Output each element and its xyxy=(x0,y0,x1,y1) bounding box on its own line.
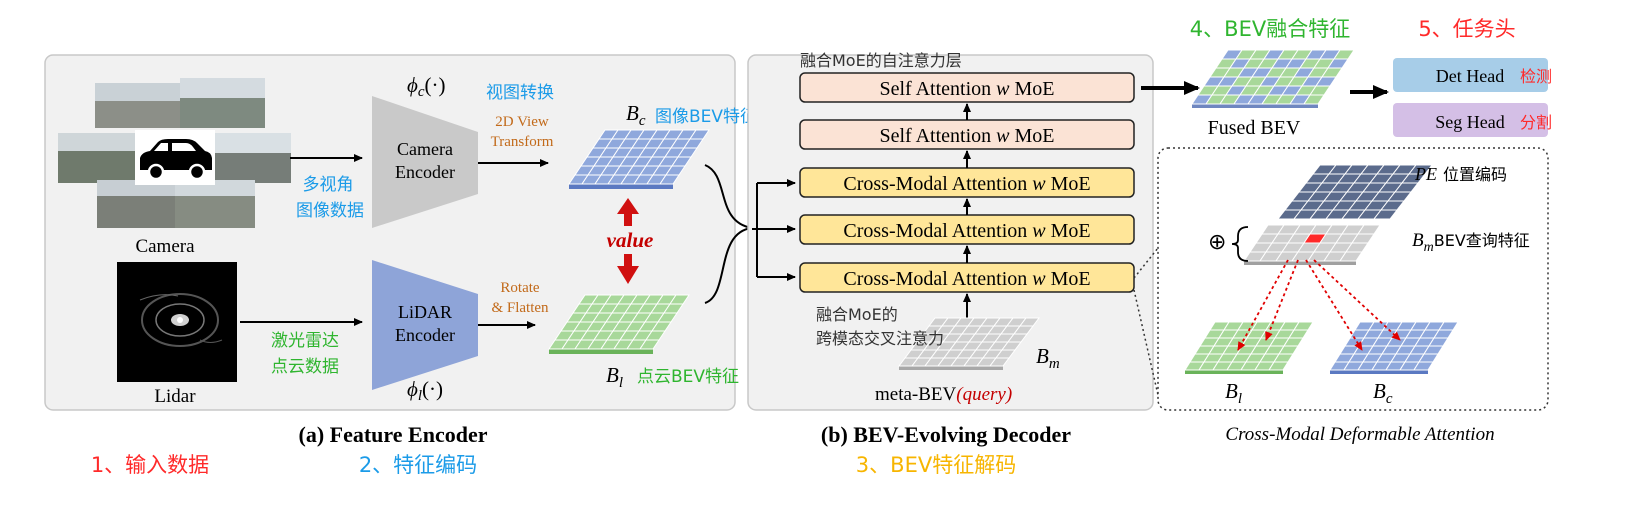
self-attention-label: Self Attention w MoE xyxy=(879,125,1054,147)
step-3-label: 3、BEV特征解码 xyxy=(856,453,1016,477)
det-head-label: Det Head xyxy=(1436,66,1504,86)
value-arrows xyxy=(617,198,639,284)
bm-query-label: BmBEV查询特征 xyxy=(1412,230,1530,255)
car-icon xyxy=(140,139,212,181)
view-transform-label-1: 2D View xyxy=(495,114,549,130)
seg-head-cn-label: 分割 xyxy=(1520,113,1552,132)
camera-encoder-label-2: Encoder xyxy=(395,162,455,182)
step-2-label: 2、特征编码 xyxy=(359,453,477,477)
deform-bl-label: Bl xyxy=(1225,379,1242,407)
moe-cross-attn-cn-label-1: 融合MoE的 xyxy=(816,305,898,324)
self-attention-label-top: Self Attention w MoE xyxy=(879,78,1054,100)
camera-label: Camera xyxy=(135,236,195,257)
fused-bev-label: Fused BEV xyxy=(1208,117,1301,139)
cross-attention-label-1: Cross-Modal Attention w MoE xyxy=(843,173,1090,195)
seg-head-label: Seg Head xyxy=(1435,112,1504,132)
lidar-encoder xyxy=(372,260,478,390)
bc-merge-curve xyxy=(704,164,753,229)
lidar-cn-label-2: 点云数据 xyxy=(271,357,339,377)
decoder-caption: (b) BEV-Evolving Decoder xyxy=(821,422,1071,447)
positional-encoding-grid xyxy=(1276,164,1434,220)
deform-bc-label: Bc xyxy=(1373,379,1393,407)
lidar-label: Lidar xyxy=(154,386,196,407)
bl-label: Bl xyxy=(606,363,623,391)
moe-cross-attn-cn-label-2: 跨模态交叉注意力 xyxy=(816,329,944,348)
meta-bev-label: meta-BEV(query) xyxy=(875,384,1012,405)
camera-encoder-label-1: Camera xyxy=(397,139,453,159)
camera-encoder xyxy=(372,96,478,228)
step-4-label: 4、BEV融合特征 xyxy=(1190,17,1350,41)
rotate-flatten-label-2: & Flatten xyxy=(491,300,549,316)
seg-head-block xyxy=(1393,103,1548,137)
deformable-caption: Cross-Modal Deformable Attention xyxy=(1225,424,1494,445)
moe-self-attn-cn-label: 融合MoE的自注意力层 xyxy=(800,51,962,70)
bev-query-grid xyxy=(1243,224,1381,265)
step-1-label: 1、输入数据 xyxy=(91,453,209,477)
lidar-cn-label-1: 激光雷达 xyxy=(271,331,339,351)
camera-cn-label-1: 多视角 xyxy=(303,175,354,195)
bc-label: Bc xyxy=(626,101,646,129)
lidar-bev-grid xyxy=(548,294,690,354)
phi-c-label: ϕc(·) xyxy=(407,73,446,100)
deform-camera-grid xyxy=(1329,321,1459,374)
camera-images xyxy=(58,78,291,228)
bl-merge-curve xyxy=(704,227,753,304)
fused-bev-grid xyxy=(1191,49,1355,108)
phi-l-label: ϕl(·) xyxy=(407,377,443,404)
camera-bev-grid xyxy=(568,129,710,189)
zoom-line-top xyxy=(1133,247,1159,279)
step-5-label: 5、任务头 xyxy=(1418,17,1515,41)
meta-bev-bm-label: Bm xyxy=(1036,344,1060,372)
view-transform-label-2: Transform xyxy=(491,134,554,150)
lidar-encoder-label-2: Encoder xyxy=(395,325,455,345)
det-head-cn-label: 检测 xyxy=(1520,67,1552,86)
brace xyxy=(1231,226,1249,262)
camera-cn-label-2: 图像数据 xyxy=(296,201,364,221)
oplus-symbol: ⊕ xyxy=(1208,229,1226,254)
lidar-encoder-label-1: LiDAR xyxy=(398,302,452,322)
encoder-caption: (a) Feature Encoder xyxy=(299,422,488,447)
deformable-attention-panel xyxy=(1157,147,1549,411)
sampling-arrows xyxy=(1237,259,1401,351)
bc-cn-label: 图像BEV特征 xyxy=(655,107,757,127)
meta-bev-grid xyxy=(898,317,1040,370)
cross-attention-label-3: Cross-Modal Attention w MoE xyxy=(843,268,1090,290)
det-head-block xyxy=(1393,58,1548,92)
rotate-flatten-label-1: Rotate xyxy=(500,280,539,296)
bl-cn-label: 点云BEV特征 xyxy=(637,367,739,387)
lidar-image xyxy=(117,262,237,382)
self-attention-block-top xyxy=(799,72,1135,103)
value-label: value xyxy=(607,228,654,252)
cross-attention-label-2: Cross-Modal Attention w MoE xyxy=(843,220,1090,242)
view-transform-cn: 视图转换 xyxy=(486,83,554,103)
